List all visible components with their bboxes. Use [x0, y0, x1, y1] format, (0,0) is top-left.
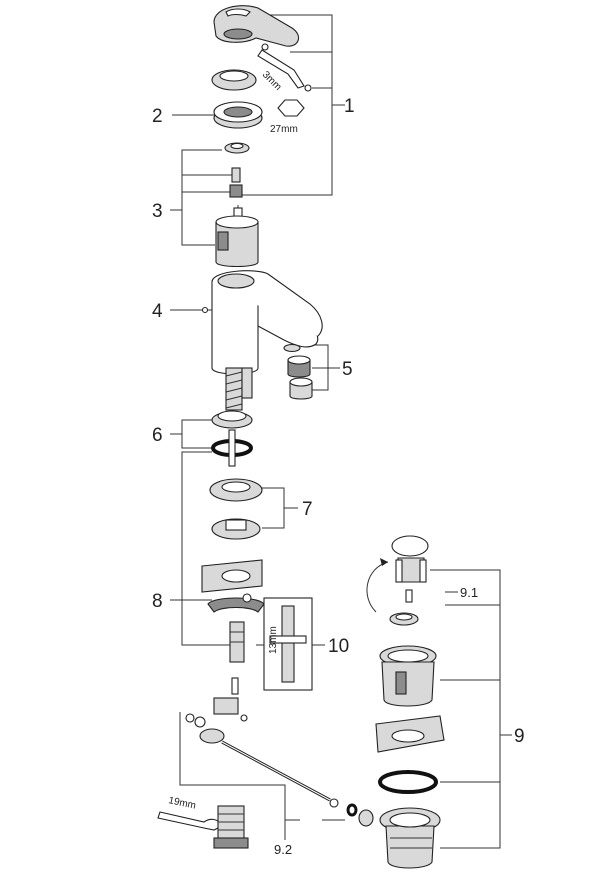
callout-3: 3 — [152, 201, 163, 222]
callout-1: 1 — [344, 96, 355, 117]
drain-body — [379, 645, 437, 707]
drain-oring — [378, 770, 438, 794]
hexagon-size-icon: 27mm — [270, 99, 305, 135]
ceramic-cartridge — [215, 207, 259, 268]
spanner-13mm-box: 13mm — [263, 597, 313, 691]
cartridge-adapter — [229, 167, 243, 198]
popup-plug-9-1 — [366, 535, 429, 626]
cartridge-washer — [224, 142, 250, 154]
lever-handle — [213, 5, 300, 47]
callout-10: 10 — [328, 636, 349, 657]
basin-seal — [375, 715, 445, 753]
callout-2: 2 — [152, 106, 163, 127]
callout-7: 7 — [302, 499, 313, 520]
spanner-hose-size-label: 19mm — [167, 795, 196, 812]
base-seal-and-oring — [211, 410, 253, 467]
spanner-19mm: 19mm — [157, 795, 223, 831]
aerator-set — [283, 343, 313, 400]
callout-9-2: 9.2 — [274, 842, 292, 857]
callout-5: 5 — [342, 359, 353, 380]
callout-4: 4 — [152, 301, 163, 322]
cover-cap-ring — [211, 69, 257, 91]
allen-key: 3mm — [257, 43, 312, 93]
callout-9: 9 — [514, 726, 525, 747]
hex-nut — [213, 101, 263, 129]
callout-8: 8 — [152, 591, 163, 612]
popup-rod-assembly — [185, 697, 374, 827]
hose-connector — [213, 805, 249, 849]
mounting-washers — [209, 478, 263, 540]
allen-key-size-label: 3mm — [260, 69, 284, 93]
hex-nut-size-label: 27mm — [270, 124, 298, 135]
callout-9-1: 9.1 — [460, 585, 478, 600]
mounting-kit — [201, 559, 265, 695]
faucet-body — [201, 270, 323, 411]
leader-lines — [170, 14, 512, 849]
callout-6: 6 — [152, 425, 163, 446]
spanner-stem-size-label: 13mm — [268, 626, 279, 654]
callout-labels: 1 2 3 4 5 6 7 8 10 9 9.1 9.2 — [152, 96, 525, 857]
drain-tailpiece — [379, 807, 441, 869]
